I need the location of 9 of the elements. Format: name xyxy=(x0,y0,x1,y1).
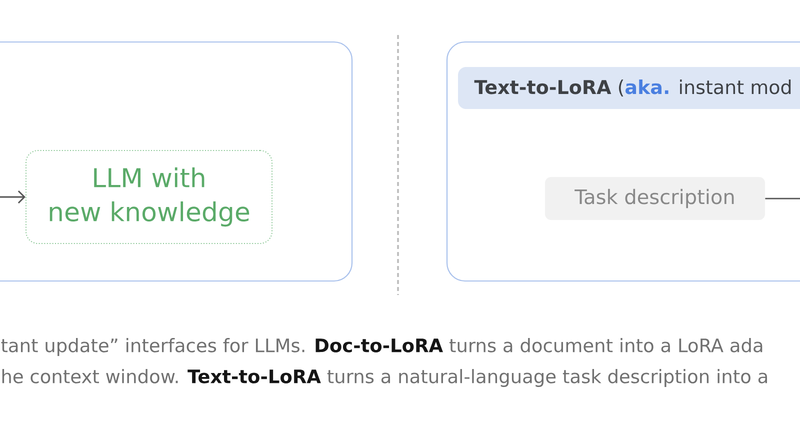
result-box: LLM with new knowledge xyxy=(26,150,272,244)
connector-line xyxy=(765,198,800,200)
caption-text: he context window. Text-to-LoRA turns a natural-language task description into a xyxy=(2,369,767,387)
header-bar: Text-to-LoRA (aka. instant mod xyxy=(458,67,800,109)
panel xyxy=(0,41,353,282)
arrow xyxy=(0,190,26,204)
panel xyxy=(446,41,800,282)
task-box: Task description xyxy=(545,177,765,220)
caption-text: tant update” interfaces for LLMs. Doc-to-LoRA turns a document into a LoRA ada xyxy=(1,338,762,356)
